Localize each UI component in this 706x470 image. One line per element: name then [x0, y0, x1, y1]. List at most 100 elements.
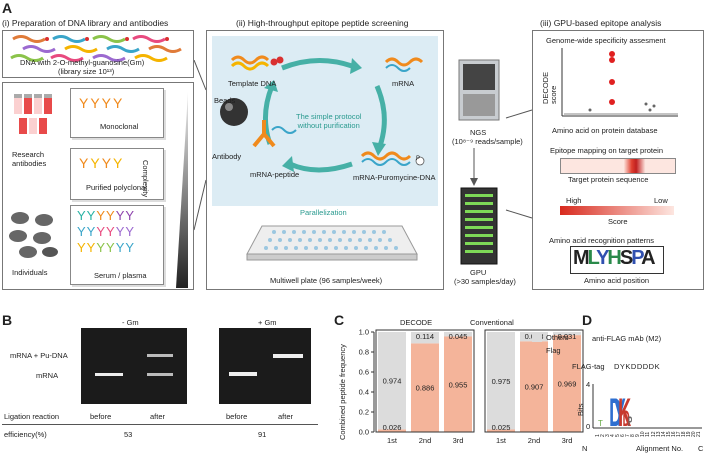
data-label-flag: 0.886: [416, 384, 435, 393]
group-frame: [375, 329, 475, 433]
section-i-title: (i) Preparation of DNA library and antib…: [2, 18, 169, 28]
legend-others-swatch: [532, 334, 542, 342]
logo-xlabel: Alignment No.: [636, 444, 684, 453]
x-tick-label: 1st: [496, 436, 507, 445]
parallelization-label: Parallelization: [300, 208, 347, 217]
gel-minus-gm: [81, 328, 187, 404]
epitope-mapping-label: Epitope mapping on target protein: [550, 146, 663, 155]
score-colorbar: [560, 206, 674, 215]
mrna-band-label: mRNA: [36, 371, 59, 380]
band-minus-after-lower: [147, 373, 173, 376]
library-size: (library size 10¹³): [58, 67, 115, 76]
efficiency-label: efficiency(%): [4, 430, 47, 439]
data-label-flag: 0.025: [492, 423, 511, 432]
amino-db-label: Amino acid on protein database: [552, 126, 658, 135]
data-label-others: 0.975: [492, 377, 511, 386]
group-frame: [484, 329, 584, 433]
high-label: High: [566, 196, 582, 205]
individuals-label: Individuals: [12, 268, 48, 277]
section-iii-title: (iii) GPU-based epitope analysis: [540, 18, 662, 28]
monoclonal-label: Monoclonal: [100, 122, 139, 131]
polyclonal-antibody-icons: YYYY: [79, 155, 125, 171]
logo-n-label: N: [582, 444, 588, 453]
after-label-2: after: [278, 412, 294, 421]
band-plus-after: [273, 354, 303, 358]
data-label-others: 0.974: [383, 377, 402, 386]
antibody-vials-icon: [14, 94, 52, 134]
section-ii-title: (ii) High-throughput epitope peptide scr…: [236, 18, 409, 28]
bar-others: [444, 332, 472, 337]
complexity-label: Complexity: [141, 160, 150, 198]
panel-letter-d: D: [582, 312, 593, 328]
x-tick-label: 1st: [387, 436, 398, 445]
logo-letter-d2: D: [623, 407, 630, 432]
y-tick-label: 0.0: [359, 428, 369, 437]
bar-flag: [444, 336, 472, 432]
p-marker: P: [416, 156, 421, 162]
plus-gm-label: + Gm: [258, 318, 277, 327]
dna-strands-illustration: [10, 35, 182, 62]
before-label-2: before: [226, 412, 248, 421]
data-label-others: 0.045: [449, 332, 468, 341]
low-label: Low: [654, 196, 668, 205]
logo-letter-y: Y: [614, 390, 626, 432]
panel-letter-c: C: [334, 312, 345, 328]
data-label-others: 0.031: [558, 332, 577, 341]
legend-flag-swatch: [532, 347, 542, 355]
y-tick-label: 0.4: [359, 388, 369, 397]
aa-position-label: Amino acid position: [584, 276, 650, 285]
mrna-peptide-label: mRNA-peptide: [250, 170, 300, 179]
logo-y0: 0: [586, 422, 591, 431]
complexity-wedge: [176, 92, 188, 288]
ligation-label: Ligation reaction: [4, 412, 60, 421]
y-tick-label: 0.6: [359, 368, 369, 377]
dna-library-box: [2, 30, 194, 78]
bar-others: [411, 332, 439, 344]
y-tick-label: 1.0: [359, 328, 369, 337]
sequence-logo: D Y K D P T: [592, 384, 702, 432]
efficiency-minus-value: 53: [124, 430, 133, 439]
y-tick-label: 0.2: [359, 408, 369, 417]
after-label-1: after: [150, 412, 166, 421]
purified-polyclonal-label: Purified polyclonal: [86, 183, 147, 192]
monoclonal-antibody-icons: YYYY: [79, 95, 125, 111]
band-minus-before: [95, 373, 123, 376]
mrna-label: mRNA: [392, 79, 415, 88]
gel-plus-gm: [219, 328, 311, 404]
research-antibodies-label: Research antibodies: [12, 150, 47, 168]
template-dna-label: Template DNA: [228, 79, 277, 88]
y-tick-label: 0.8: [359, 348, 369, 357]
arrows-ii-to-iii: [470, 109, 533, 219]
genome-wide-label: Genome-wide specificity assesment: [546, 36, 666, 45]
x-tick-label: 2nd: [528, 436, 541, 445]
monoclonal-card: YYYY: [70, 88, 164, 138]
group-label-decode: DECODE: [400, 318, 433, 327]
arrows-i-to-ii: [194, 60, 207, 231]
bar-flag: [520, 341, 548, 432]
bar-flag: [378, 429, 406, 432]
logo-position-label: 21: [695, 431, 702, 437]
legend-flag-label: Flag: [546, 346, 561, 355]
logo-letter-d: D: [609, 390, 622, 432]
mice-icon: [9, 212, 58, 258]
sequence-logo-letters: MLYHSPA: [573, 247, 656, 269]
screening-cycle-illustration: [220, 55, 425, 261]
protocol-label: The simple protocol without purification: [296, 112, 362, 130]
dna-label: DNA with 2-O-methyl-guanosine(Gm): [20, 58, 145, 67]
data-label-others: 0.114: [416, 332, 434, 341]
x-tick-label: 3rd: [453, 436, 464, 445]
group-label-conventional: Conventional: [470, 318, 514, 327]
bar-flag: [411, 343, 439, 432]
genome-wide-scatter: [561, 48, 678, 117]
before-label-1: before: [90, 412, 112, 421]
logo-y4: 4: [586, 380, 591, 389]
band-plus-before: [229, 372, 257, 376]
ligation-divider: [2, 424, 318, 425]
logo-c-label: C: [698, 444, 704, 453]
decode-score-label: DECODE score: [541, 71, 558, 104]
bar-flag: [487, 429, 515, 432]
ngs-sequencer-icon: [458, 59, 500, 121]
data-label-flag: 0.969: [558, 380, 577, 389]
bar-others: [487, 332, 515, 430]
